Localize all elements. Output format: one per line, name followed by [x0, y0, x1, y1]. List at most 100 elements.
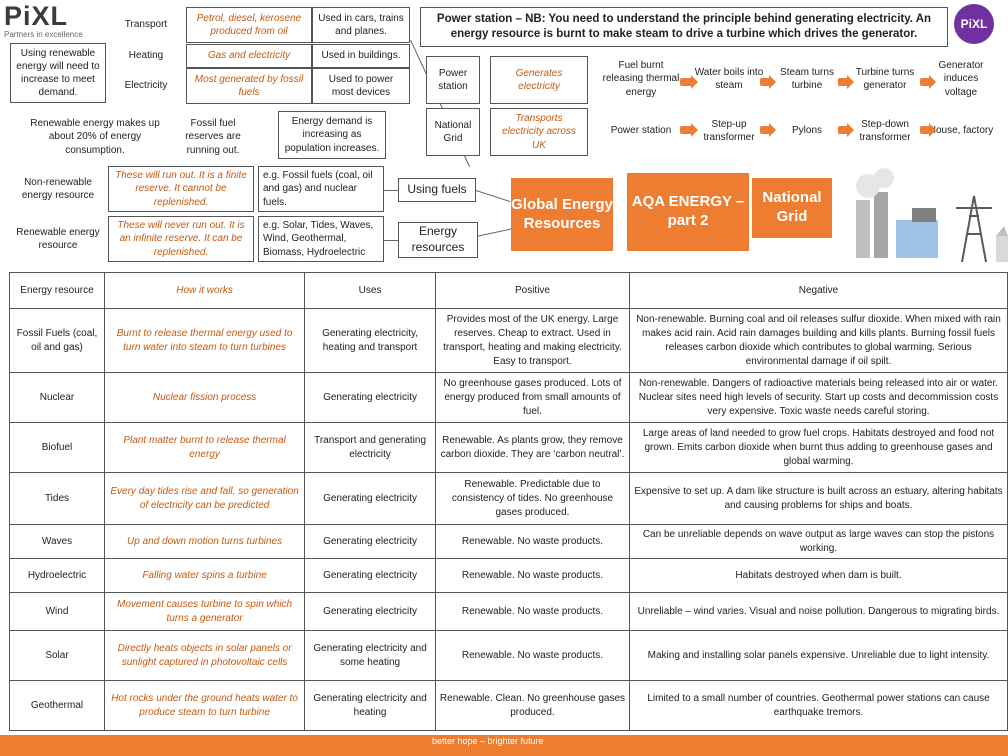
- arrow-icon: [680, 75, 698, 89]
- step-fuel-burnt: Fuel burnt releasing thermal energy: [602, 60, 680, 98]
- cell-resource: Geothermal: [9, 680, 105, 731]
- cell-how: Up and down motion turns turbines: [103, 524, 306, 559]
- heating-label: Heating: [110, 44, 182, 68]
- renewable-share-note: Renewable energy makes up about 20% of e…: [30, 118, 160, 156]
- electricity-label: Electricity: [110, 68, 182, 104]
- cell-how: Falling water spins a turbine: [103, 558, 306, 593]
- header-energy-resource: Energy resource: [9, 272, 105, 309]
- cell-positive: Renewable. As plants grow, they remove c…: [434, 422, 631, 473]
- arrow-icon: [920, 123, 936, 137]
- transport-label: Transport: [110, 7, 182, 43]
- cell-positive: Renewable. Predictable due to consistenc…: [434, 472, 631, 525]
- step-power-station: Power station: [610, 125, 672, 137]
- non-renewable-eg: e.g. Fossil fuels (coal, oil and gas) an…: [258, 166, 384, 212]
- cell-negative: Making and installing solar panels expen…: [629, 630, 1008, 681]
- cell-resource: Biofuel: [9, 422, 105, 473]
- header-how-it-works: How it works: [103, 272, 306, 309]
- cell-how: Plant matter burnt to release thermal en…: [103, 422, 306, 473]
- energy-resources-table: Energy resource How it works Uses Positi…: [9, 272, 1008, 731]
- cell-negative: Unreliable – wind varies. Visual and noi…: [629, 592, 1008, 631]
- cell-uses: Generating electricity, heating and tran…: [304, 308, 436, 373]
- step-generator-induces: Generator induces voltage: [938, 60, 984, 98]
- logo-tagline: Partners in excellence: [4, 30, 83, 39]
- non-renewable-desc: These will run out. It is a finite reser…: [108, 166, 254, 212]
- cell-resource: Fossil Fuels (coal, oil and gas): [9, 308, 105, 373]
- cell-resource: Tides: [9, 472, 105, 525]
- heating-fuel: Gas and electricity: [186, 44, 312, 68]
- cell-how: Hot rocks under the ground heats water t…: [103, 680, 306, 731]
- table-row: Solar Directly heats objects in solar pa…: [9, 630, 1008, 681]
- power-station-label: Power station: [426, 56, 480, 104]
- cell-how: Nuclear fission process: [103, 372, 306, 423]
- table-row: Hydroelectric Falling water spins a turb…: [9, 558, 1008, 593]
- cell-resource: Waves: [9, 524, 105, 559]
- pylon-icon: [956, 195, 1008, 263]
- table-header-row: Energy resource How it works Uses Positi…: [9, 272, 1008, 309]
- arrow-icon: [920, 75, 936, 89]
- cell-uses: Generating electricity: [304, 558, 436, 593]
- electricity-use: Used to power most devices: [312, 68, 410, 104]
- cell-resource: Wind: [9, 592, 105, 631]
- pixl-logo: PiXL Partners in excellence: [4, 2, 104, 42]
- cell-positive: No greenhouse gases produced. Lots of en…: [434, 372, 631, 423]
- step-turbine-turns-generator: Turbine turns generator: [855, 66, 915, 91]
- step-pylons: Pylons: [791, 125, 822, 137]
- pylon-illustration: [952, 186, 1008, 263]
- cell-negative: Large areas of land needed to grow fuel …: [629, 422, 1008, 473]
- step-step-up-transformer: Step-up transformer: [703, 118, 755, 143]
- cell-how: Directly heats objects in solar panels o…: [103, 630, 306, 681]
- power-station-desc: Generates electricity: [490, 56, 588, 104]
- arrow-icon: [838, 75, 854, 89]
- heating-use: Used in buildings.: [312, 44, 410, 68]
- cell-resource: Nuclear: [9, 372, 105, 423]
- power-station-illustration: [846, 152, 954, 260]
- transport-fuel: Petrol, diesel, kerosene produced from o…: [186, 7, 312, 43]
- cell-negative: Expensive to set up. A dam like structur…: [629, 472, 1008, 525]
- cell-how: Movement causes turbine to spin which tu…: [103, 592, 306, 631]
- header-positive: Positive: [434, 272, 631, 309]
- logo-right-text: PiXL: [960, 17, 988, 31]
- step-house-factory: House, factory: [928, 125, 994, 137]
- step-water-boils: Water boils into steam: [694, 66, 764, 91]
- fossil-running-out-note: Fossil fuel reserves are running out.: [185, 118, 241, 156]
- cell-negative: Non-renewable. Burning coal and oil rele…: [629, 308, 1008, 373]
- arrow-icon: [838, 123, 854, 137]
- step-step-down-transformer: Step-down transformer: [859, 118, 911, 143]
- electricity-fuel: Most generated by fossil fuels: [186, 68, 312, 104]
- transport-use: Used in cars, trains and planes.: [312, 7, 410, 43]
- cell-positive: Renewable. Clean. No greenhouse gases pr…: [434, 680, 631, 731]
- cell-uses: Generating electricity: [304, 372, 436, 423]
- connector-line: [475, 228, 514, 237]
- national-grid-title: National Grid: [752, 178, 832, 238]
- connector-line: [384, 190, 398, 191]
- arrow-icon: [680, 123, 698, 137]
- cell-negative: Habitats destroyed when dam is built.: [629, 558, 1008, 593]
- logo-text: PiXL: [4, 1, 69, 31]
- using-fuels-box: Using fuels: [398, 178, 476, 202]
- table-row: Geothermal Hot rocks under the ground he…: [9, 680, 1008, 731]
- table-row: Biofuel Plant matter burnt to release th…: [9, 422, 1008, 473]
- header-negative: Negative: [629, 272, 1008, 309]
- table-row: Tides Every day tides rise and fall, so …: [9, 472, 1008, 525]
- step-steam-turns-turbine: Steam turns turbine: [780, 66, 834, 91]
- cell-how: Burnt to release thermal energy used to …: [103, 308, 306, 373]
- arrow-icon: [760, 123, 776, 137]
- global-energy-resources-title: Global Energy Resources: [511, 178, 613, 251]
- cell-positive: Provides most of the UK energy. Large re…: [434, 308, 631, 373]
- cell-uses: Generating electricity and some heating: [304, 630, 436, 681]
- cell-positive: Renewable. No waste products.: [434, 558, 631, 593]
- energy-resources-box: Energy resources: [398, 222, 478, 258]
- header-uses: Uses: [304, 272, 436, 309]
- cell-positive: Renewable. No waste products.: [434, 592, 631, 631]
- renewable-increase-note: Using renewable energy will need to incr…: [10, 43, 106, 103]
- power-station-icon: [856, 168, 938, 258]
- cell-uses: Transport and generating electricity: [304, 422, 436, 473]
- cell-positive: Renewable. No waste products.: [434, 630, 631, 681]
- cell-negative: Can be unreliable depends on wave output…: [629, 524, 1008, 559]
- cell-uses: Generating electricity and heating: [304, 680, 436, 731]
- table-row: Wind Movement causes turbine to spin whi…: [9, 592, 1008, 631]
- table-row: Fossil Fuels (coal, oil and gas) Burnt t…: [9, 308, 1008, 373]
- national-grid-label: National Grid: [426, 108, 480, 156]
- non-renewable-label: Non-renewable energy resource: [12, 166, 104, 212]
- cell-uses: Generating electricity: [304, 472, 436, 525]
